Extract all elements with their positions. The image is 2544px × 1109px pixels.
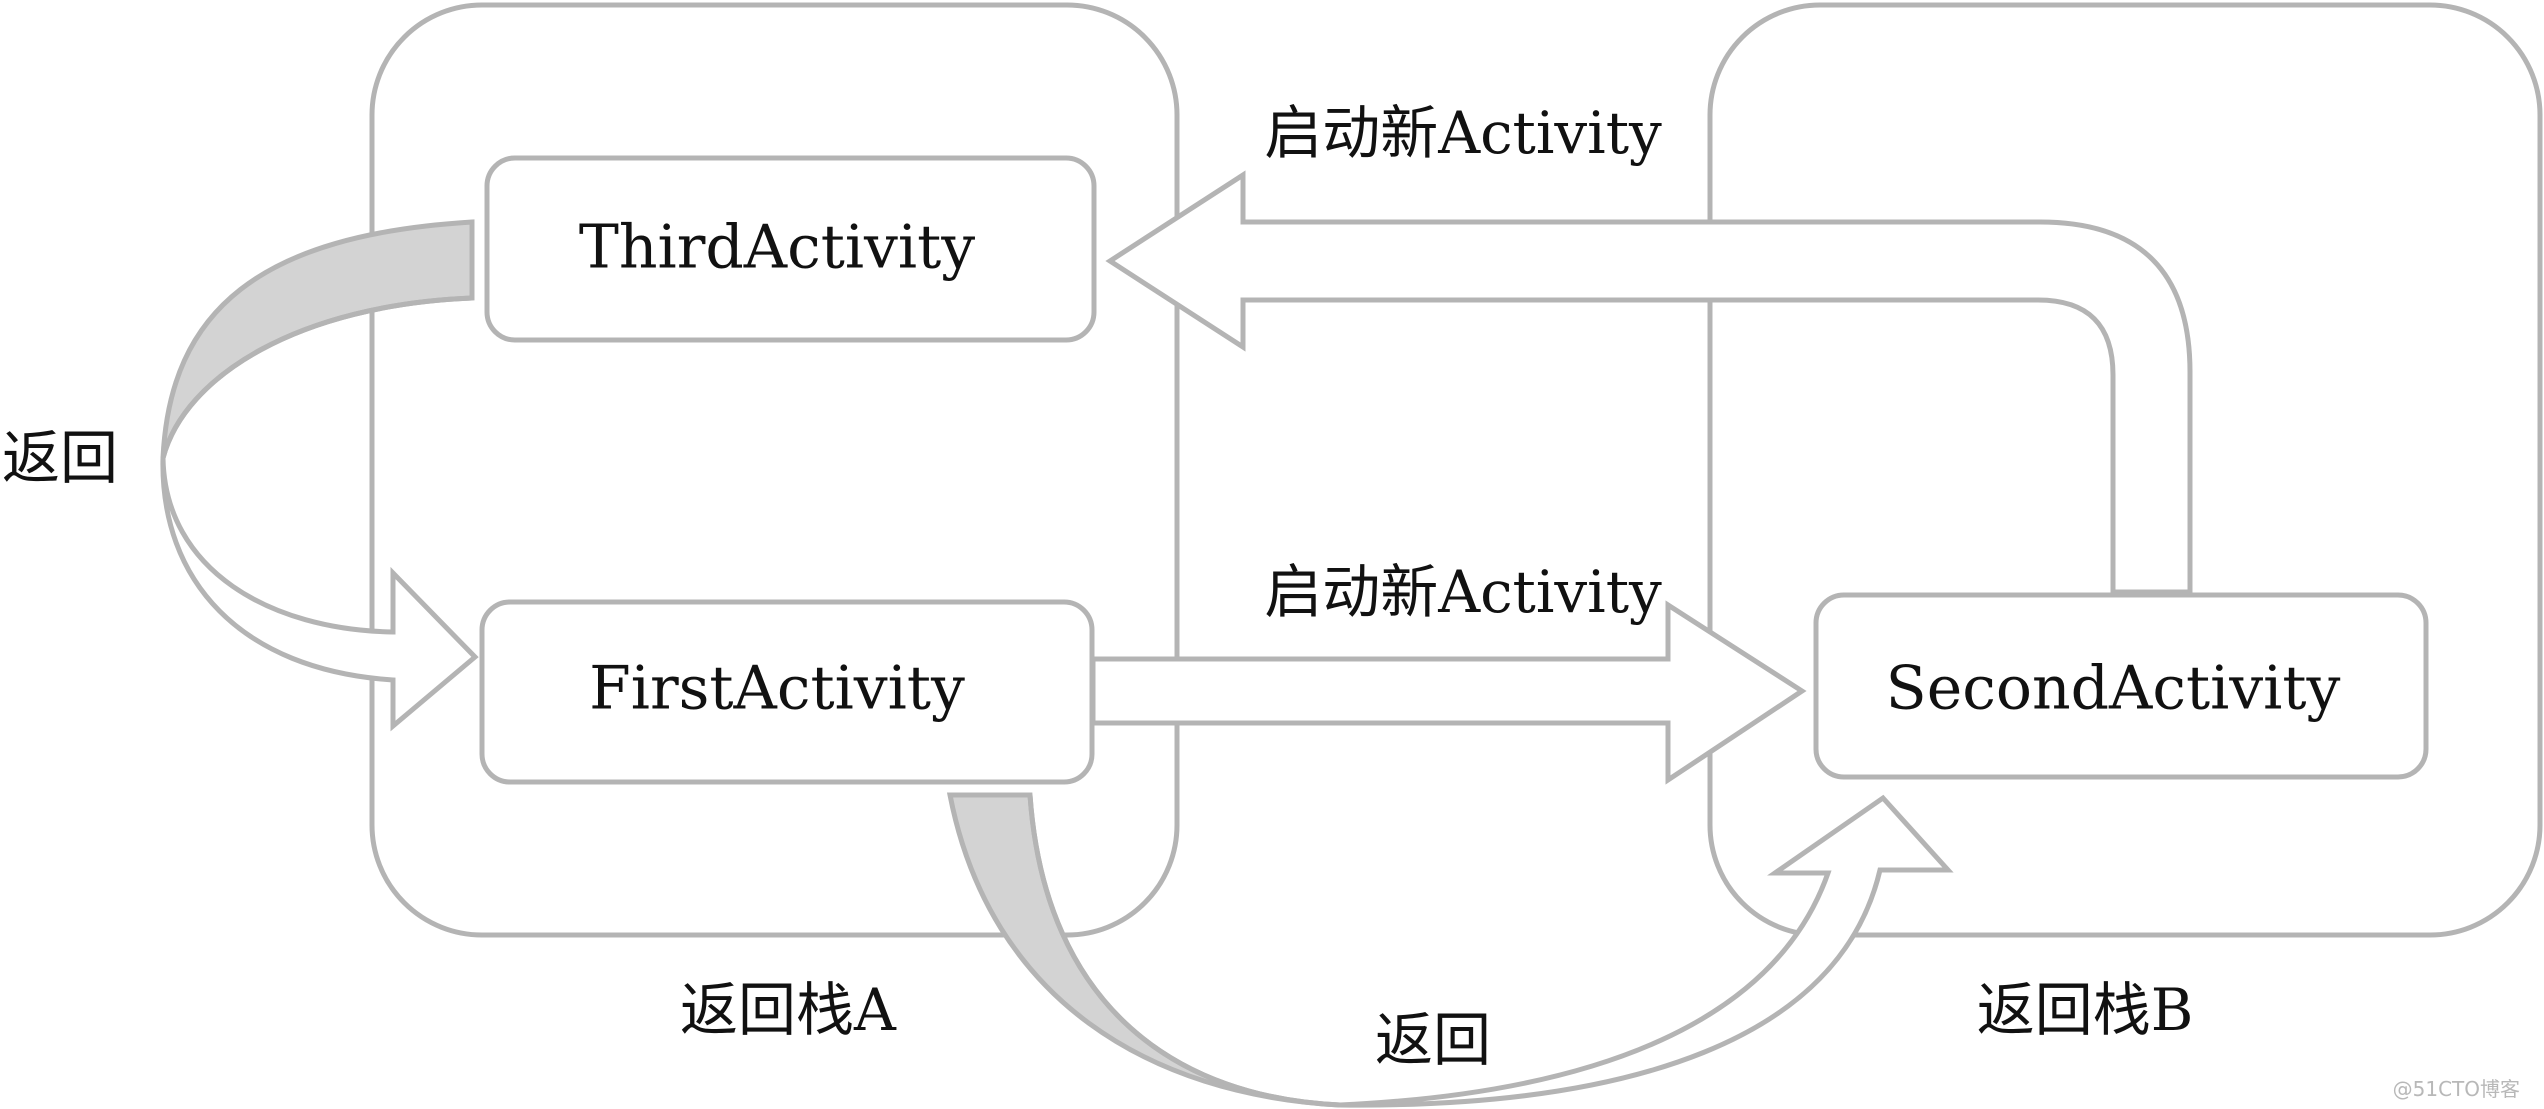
back-label-left: 返回 (2, 424, 118, 492)
third-activity-label: ThirdActivity (579, 213, 975, 283)
start-new-activity-arrow-top (1105, 170, 2193, 595)
start-new-activity-label-middle: 启动新Activity (1264, 558, 1662, 626)
back-stack-b-label: 返回栈B (1977, 976, 2194, 1044)
first-activity-box (479, 599, 1095, 785)
first-activity-label: FirstActivity (589, 654, 965, 724)
back-label-bottom: 返回 (1375, 1006, 1491, 1074)
third-activity-box (484, 155, 1097, 343)
start-new-activity-label-top: 启动新Activity (1264, 99, 1662, 167)
back-arrow-bottom (1027, 794, 1954, 1108)
second-activity-box (1813, 592, 2429, 780)
back-stack-a-label: 返回栈A (680, 976, 897, 1044)
second-activity-label: SecondActivity (1886, 654, 2341, 724)
watermark: @51CTO博客 (2393, 1077, 2520, 1101)
back-arrow-left (160, 295, 479, 732)
start-new-activity-arrow-middle (1090, 600, 1807, 785)
back-stack-a-box (369, 2, 1180, 938)
